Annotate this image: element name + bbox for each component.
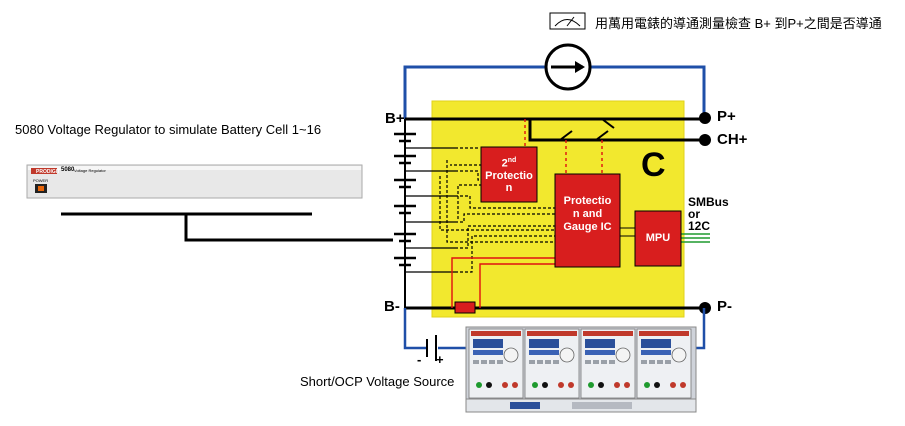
- mpu-label: MPU: [645, 232, 671, 244]
- mpu-chip: [634, 210, 682, 267]
- second-protection-chip: [480, 146, 538, 203]
- p-minus-label: P-: [717, 298, 732, 315]
- gauge-ic-label: Protectio n and Gauge IC: [563, 195, 612, 233]
- load-mainframe: [465, 326, 697, 413]
- load-module: [524, 328, 580, 399]
- meter-loop-wire: [403, 65, 546, 119]
- source-minus: -: [417, 352, 422, 367]
- ch-plus-terminal: [699, 134, 711, 146]
- meter-loop-wire-right: [590, 65, 706, 117]
- smbus-label: SMBus or 12C: [688, 195, 729, 233]
- regulator-model: 5080: [61, 167, 75, 173]
- shunt-resistor: [454, 301, 476, 314]
- load-module: [468, 328, 524, 399]
- regulator-caption: 5080 Voltage Regulator to simulate Batte…: [15, 122, 322, 137]
- regulator-brand: PRODIGIT: [36, 169, 61, 175]
- p-plus-label: P+: [717, 108, 736, 125]
- gauge-ic-chip: [554, 173, 621, 268]
- regulator-power-label: POWER: [33, 178, 49, 183]
- second-protection-label: 2nd Protectio n: [485, 157, 533, 194]
- battery-cells: [394, 132, 416, 267]
- source-plus: +: [436, 352, 444, 367]
- board-letter: C: [641, 146, 666, 184]
- legend-text: 用萬用電錶的導通測量檢查 B+ 到P+之間是否導通: [595, 16, 882, 31]
- ch-plus-label: CH+: [717, 131, 748, 148]
- regulator-subtitle: Voltage Regulator: [74, 168, 106, 173]
- b-plus-label: B+: [385, 110, 405, 127]
- p-plus-terminal: [699, 112, 711, 124]
- legend-meter-icon: [549, 12, 586, 30]
- b-minus-label: B-: [384, 298, 400, 315]
- load-module: [636, 328, 692, 399]
- regulator-device: [26, 164, 363, 199]
- source-caption: Short/OCP Voltage Source: [300, 374, 455, 389]
- load-module: [580, 328, 636, 399]
